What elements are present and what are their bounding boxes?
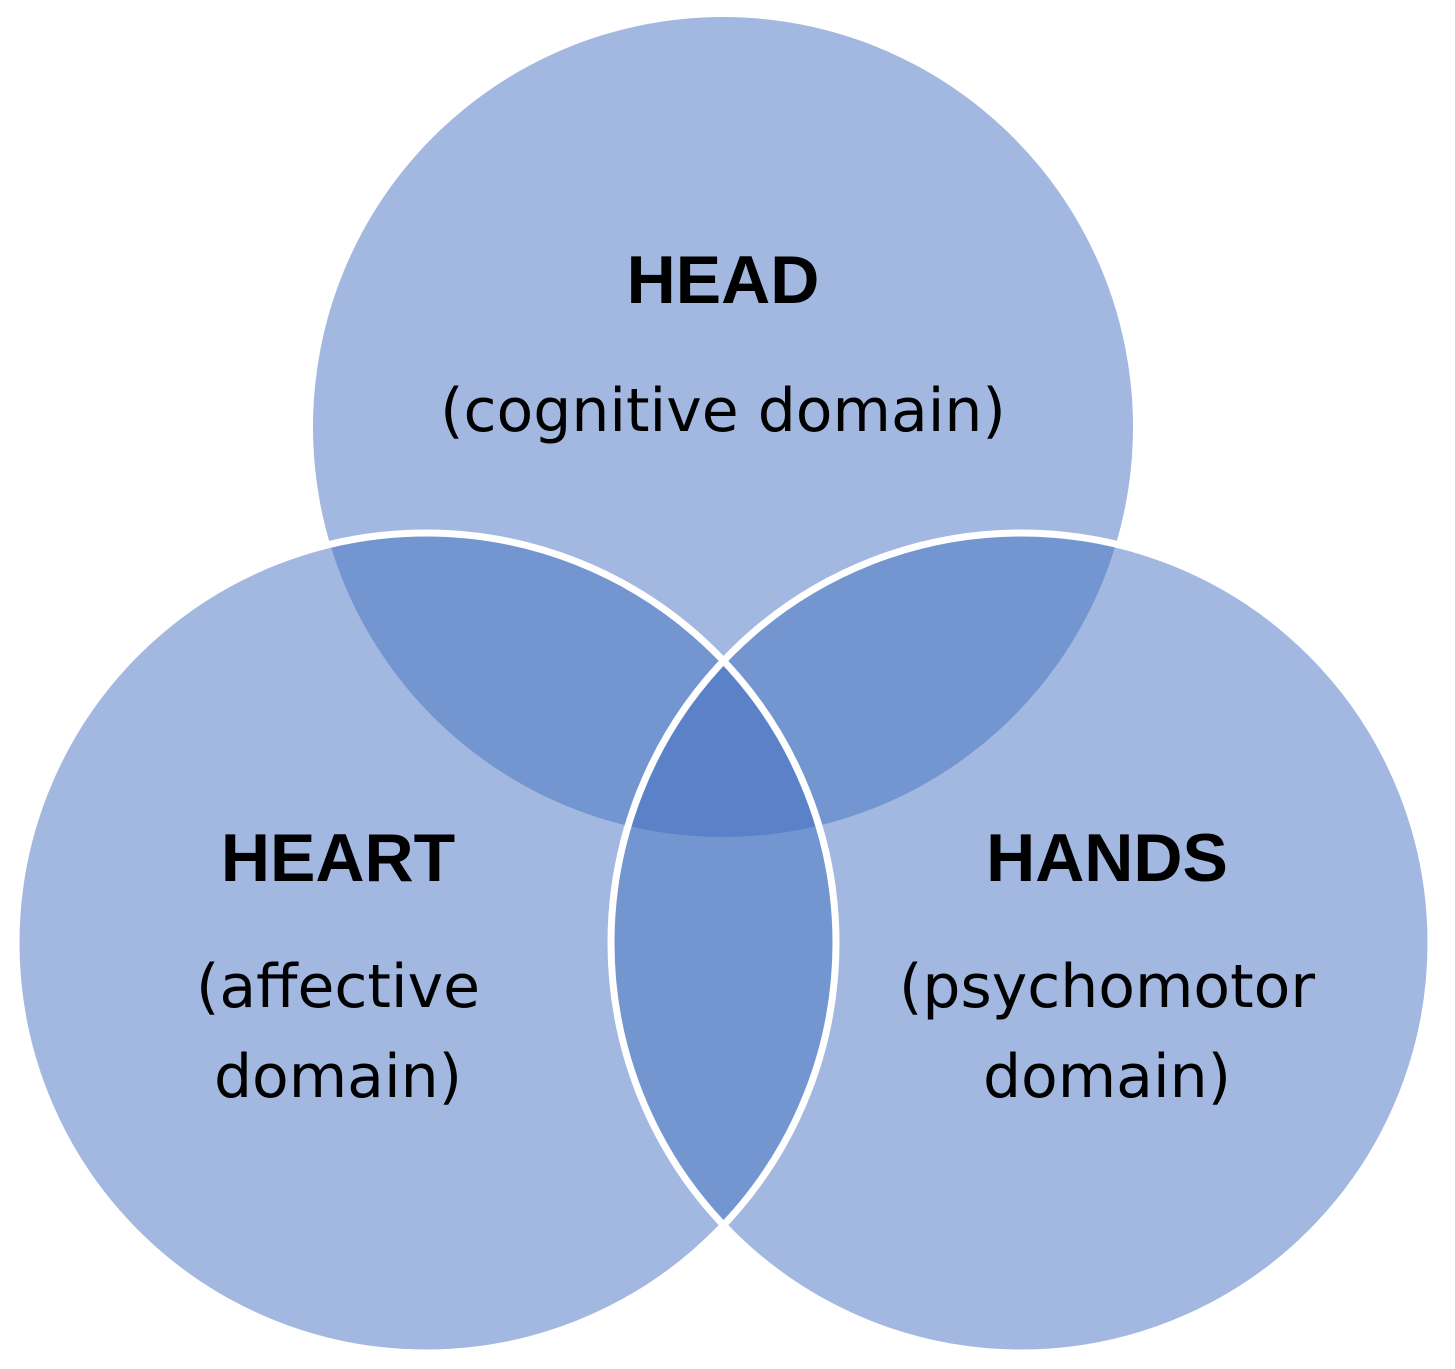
head-title: HEAD (627, 242, 820, 318)
heart-subtitle-line-2: domain) (214, 1042, 462, 1112)
hands-subtitle-line-1: (psychomotor (899, 952, 1315, 1022)
hands-title: HANDS (986, 820, 1228, 896)
heart-title: HEART (221, 820, 455, 896)
hands-circle-border (607, 529, 1435, 1357)
heart-subtitle-line-1: (affective (196, 952, 480, 1022)
head-subtitle: (cognitive domain) (440, 376, 1006, 446)
hands-subtitle-line-2: domain) (983, 1042, 1231, 1112)
head-hands-overlap (611, 533, 1133, 837)
head-heart-overlap (313, 533, 836, 837)
heart-circle-border (12, 529, 840, 1357)
